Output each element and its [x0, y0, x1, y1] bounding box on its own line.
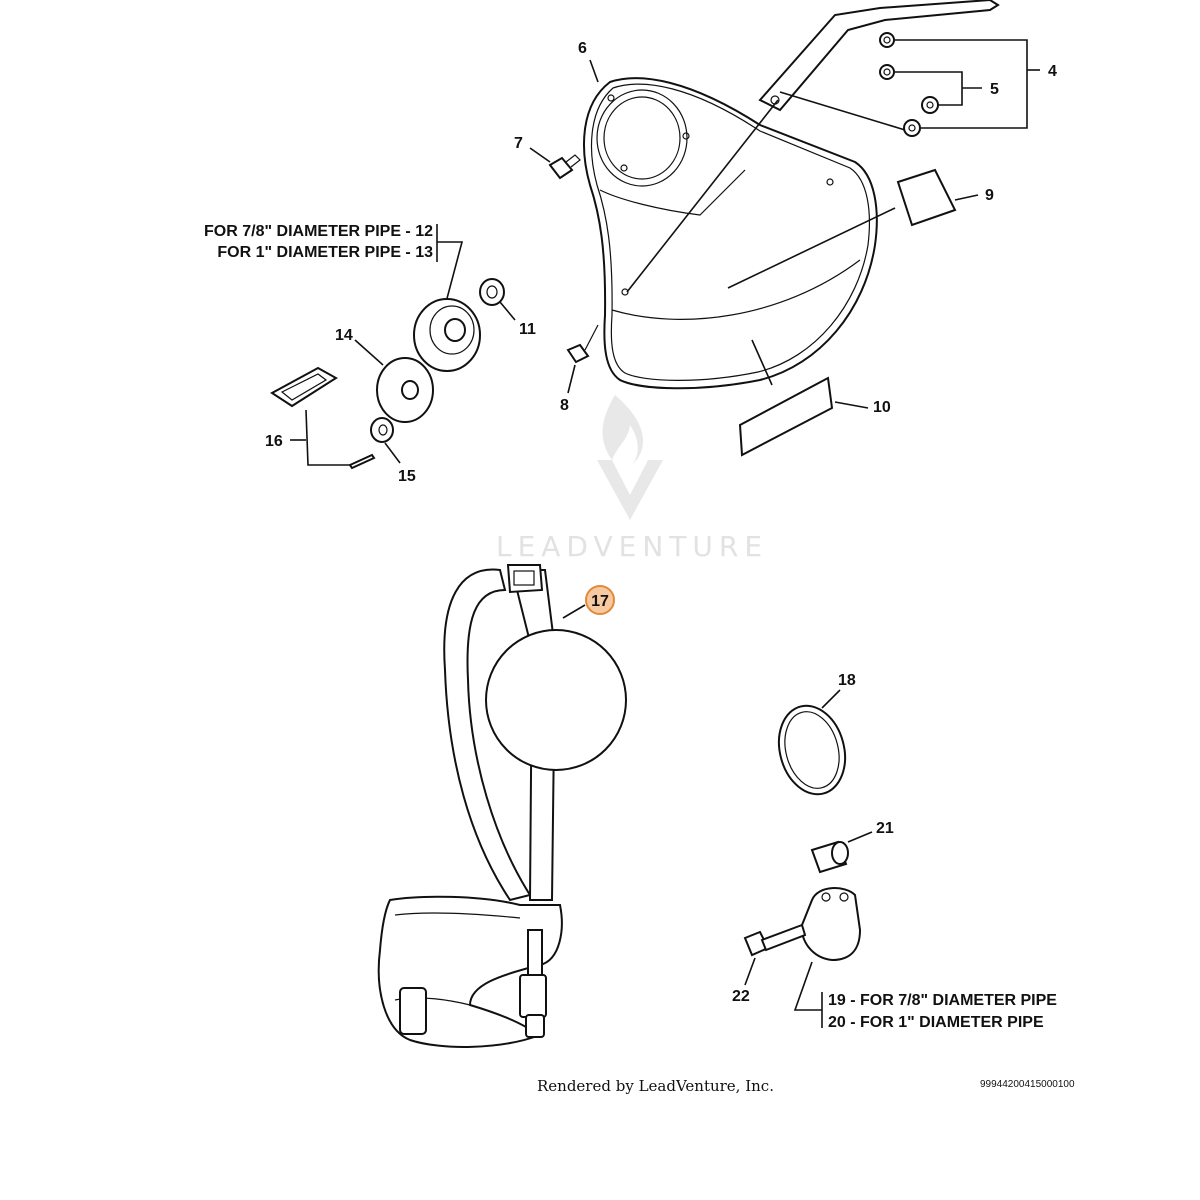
callout-7[interactable]: 7: [514, 135, 523, 152]
tool-packet-16[interactable]: [270, 366, 376, 470]
callout-16[interactable]: 16: [265, 433, 283, 450]
spacer-21[interactable]: [810, 840, 849, 874]
o-ring-18[interactable]: [769, 698, 854, 801]
debris-shield-6[interactable]: [583, 77, 878, 390]
nut-4a[interactable]: [879, 32, 895, 48]
callout-11[interactable]: 11: [519, 321, 536, 338]
callout-6[interactable]: 6: [578, 40, 587, 57]
bolt-22[interactable]: [743, 923, 807, 957]
shoulder-harness-17[interactable]: [377, 564, 627, 1048]
callout-10[interactable]: 10: [873, 399, 891, 416]
watermark-text: LEADVENTURE: [496, 530, 768, 563]
screw-7[interactable]: [548, 154, 581, 180]
callout-15[interactable]: 15: [398, 468, 416, 485]
callout-5[interactable]: 5: [990, 81, 999, 98]
callout-22[interactable]: 22: [732, 988, 750, 1005]
adapter-12-13[interactable]: [413, 298, 481, 372]
nut-5b[interactable]: [921, 96, 939, 114]
note-pipe-13: FOR 1" DIAMETER PIPE - 13: [217, 244, 433, 261]
nut-5a[interactable]: [879, 64, 895, 80]
pipe-clamp-19-20[interactable]: [800, 887, 862, 962]
nut-15[interactable]: [370, 417, 394, 443]
diagram-code: 99944200415000100: [980, 1079, 1075, 1090]
cup-washer-14[interactable]: [376, 357, 434, 423]
callout-18[interactable]: 18: [838, 672, 856, 689]
nut-11[interactable]: [479, 278, 505, 306]
note-pipe-20: 20 - FOR 1" DIAMETER PIPE: [828, 1014, 1044, 1031]
decal-9[interactable]: [896, 168, 957, 227]
rendered-by-footer: Rendered by LeadVenture, Inc.: [537, 1077, 774, 1095]
callout-9[interactable]: 9: [985, 187, 994, 204]
note-pipe-19: 19 - FOR 7/8" DIAMETER PIPE: [828, 992, 1057, 1009]
screw-8[interactable]: [566, 324, 599, 364]
callout-14[interactable]: 14: [335, 327, 353, 344]
decal-10[interactable]: [738, 376, 834, 457]
leadventure-watermark-logo: [597, 395, 663, 520]
callout-17: 17: [591, 593, 609, 610]
callout-8[interactable]: 8: [560, 397, 569, 414]
callout-4[interactable]: 4: [1048, 63, 1057, 80]
washer-4b[interactable]: [903, 119, 921, 137]
callout-17-highlight[interactable]: 17: [585, 585, 615, 615]
note-pipe-12: FOR 7/8" DIAMETER PIPE - 12: [204, 223, 433, 240]
callout-21[interactable]: 21: [876, 820, 894, 837]
